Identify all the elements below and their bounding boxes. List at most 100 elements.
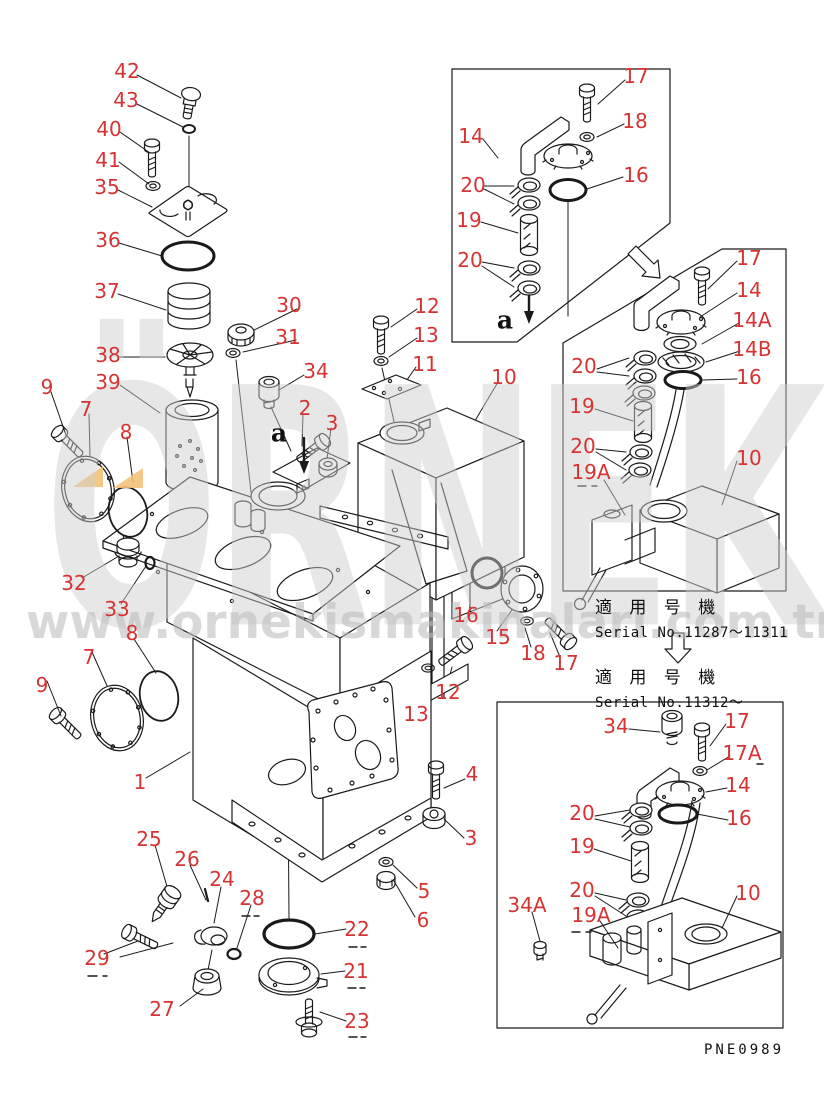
washer-17A <box>692 765 708 777</box>
callout-9: 9 <box>35 673 49 697</box>
o-ring-28 <box>226 947 242 961</box>
filler-cap-parts <box>143 86 228 493</box>
flange-set <box>421 556 580 673</box>
callout-35: 35 <box>94 175 120 199</box>
watermark-brand: ÖRNEK <box>44 318 824 703</box>
callout-20: 20 <box>569 801 595 825</box>
inset-box-1 <box>451 68 671 343</box>
inset-box-2 <box>562 248 787 611</box>
side-flange-plate <box>307 681 399 799</box>
callout-11: 11 <box>412 352 438 376</box>
callout-33: 33 <box>104 597 130 621</box>
washer-18-box1 <box>579 131 595 143</box>
arrow-to-box3-icon <box>664 632 692 664</box>
callout-34: 34 <box>603 714 629 738</box>
callout-10: 10 <box>735 881 761 905</box>
callout-8: 8 <box>125 621 139 645</box>
callout-10: 10 <box>736 446 762 470</box>
callout-20: 20 <box>569 878 595 902</box>
callout-18: 18 <box>520 641 546 665</box>
callout-24: 24 <box>209 867 235 891</box>
top-pipes <box>234 500 266 533</box>
drawing-code: PNE0989 <box>704 1042 785 1058</box>
drain-parts <box>119 884 328 1038</box>
disc-14-box3 <box>654 780 706 807</box>
callout-30: 30 <box>276 293 302 317</box>
callout-19: 19 <box>456 208 482 232</box>
callout-31: 31 <box>275 325 301 349</box>
o-ring-16-box2 <box>663 370 703 390</box>
callout-27: 27 <box>149 997 175 1021</box>
callout-21: 21 <box>343 959 369 983</box>
bolt-17-box1 <box>578 83 596 123</box>
bracket-14-box2 <box>633 275 680 332</box>
top-bracket-bar <box>319 505 449 550</box>
plug-34 <box>258 375 280 410</box>
callout-16: 16 <box>736 365 762 389</box>
section-frame <box>272 447 351 489</box>
callout-43: 43 <box>113 88 139 112</box>
o-ring-43 <box>182 124 196 134</box>
arrow-to-box2-icon <box>627 245 661 279</box>
nut-6 <box>376 870 396 891</box>
serial-range: Serial No.11312〜 <box>595 695 744 711</box>
callout-14: 14 <box>725 773 751 797</box>
collar-3 <box>318 457 338 478</box>
callout-12: 12 <box>435 680 461 704</box>
callout-34A: 34A <box>507 893 547 917</box>
o-ring-16-box1 <box>548 178 588 202</box>
callout-23: 23 <box>344 1009 370 1033</box>
callout-42: 42 <box>114 59 140 83</box>
applicability-kanji: 適 用 号 機 <box>595 598 722 618</box>
section-label-a: a <box>496 305 514 335</box>
callout-19: 19 <box>569 394 595 418</box>
callout-26: 26 <box>174 847 200 871</box>
washer-41 <box>145 180 161 192</box>
callout-12: 12 <box>414 294 440 318</box>
callout-15: 15 <box>485 625 511 649</box>
callout-6: 6 <box>416 908 430 932</box>
plug-29 <box>119 922 161 954</box>
callout-7: 7 <box>82 645 96 669</box>
breather-parts <box>225 323 351 489</box>
callout-8: 8 <box>119 420 133 444</box>
callout-16: 16 <box>453 603 479 627</box>
applicability-kanji: 適 用 号 機 <box>595 668 722 688</box>
tube-19-box1 <box>519 213 539 257</box>
o-ring-8b <box>138 670 180 722</box>
callout-25: 25 <box>136 827 162 851</box>
callout-13: 13 <box>413 323 439 347</box>
callout-1: 1 <box>133 770 147 794</box>
callout-2: 2 <box>298 396 312 420</box>
callout-13: 13 <box>403 702 429 726</box>
spring-37 <box>167 282 211 330</box>
cap-30 <box>227 323 255 347</box>
section-label-a: a <box>270 418 288 448</box>
callout-10: 10 <box>491 365 517 389</box>
bolt-17-box2 <box>693 266 711 306</box>
mini-tank-box2 <box>573 485 780 611</box>
applicability-note-1: 適 用 号 機 Serial No.11287〜11311 <box>595 593 788 642</box>
tank-top-plate <box>102 476 401 622</box>
callout-34: 34 <box>303 359 329 383</box>
callout-17A: 17A <box>722 741 762 765</box>
callout-17: 17 <box>724 709 750 733</box>
bolt-40 <box>143 138 161 178</box>
fitting-32 <box>114 537 142 568</box>
callout-14B: 14B <box>732 337 772 361</box>
callout-41: 41 <box>95 148 121 172</box>
inset-box-3 <box>496 701 784 1029</box>
callout-20: 20 <box>460 173 486 197</box>
callout-20: 20 <box>457 248 483 272</box>
plate-11 <box>361 374 422 400</box>
callout-19A: 19A <box>571 903 611 927</box>
callout-32: 32 <box>61 571 87 595</box>
callout-38: 38 <box>95 343 121 367</box>
cover-plate-35 <box>148 185 228 238</box>
o-ring-22 <box>262 918 316 950</box>
callout-36: 36 <box>95 228 121 252</box>
callout-16: 16 <box>726 806 752 830</box>
pin-26 <box>203 887 210 903</box>
